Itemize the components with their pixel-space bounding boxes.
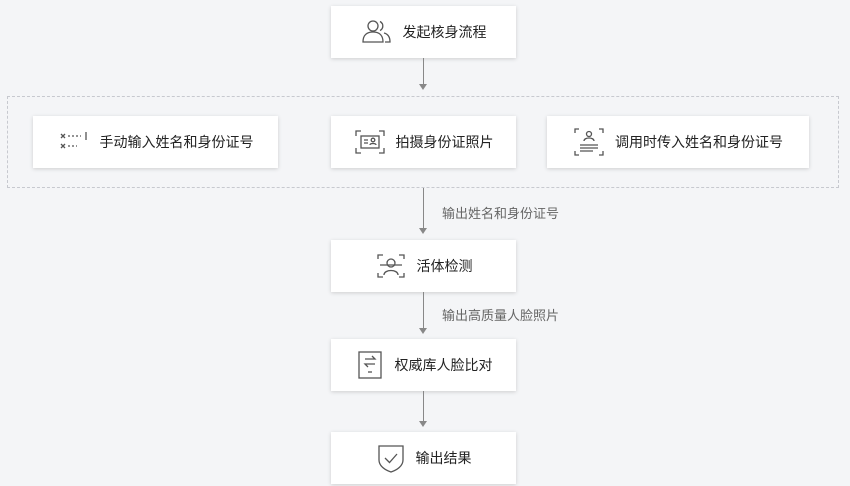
connector-line	[423, 188, 424, 228]
connector-line	[423, 391, 424, 421]
input-methods-group	[7, 96, 839, 188]
liveness-node: 活体检测	[331, 240, 516, 292]
api-input-node: 调用时传入姓名和身份证号	[547, 116, 809, 168]
liveness-node-label: 活体检测	[416, 259, 473, 275]
output-result-node: 输出结果	[331, 432, 516, 484]
authority-compare-node: 权威库人脸比对	[331, 339, 516, 391]
face-scan-icon	[375, 252, 407, 280]
arrow-head	[419, 421, 427, 427]
shield-check-icon	[376, 442, 406, 474]
photo-id-node: 拍摄身份证照片	[331, 116, 516, 168]
api-input-node-label: 调用时传入姓名和身份证号	[615, 135, 783, 151]
connector-line	[423, 58, 424, 84]
arrow-head	[419, 328, 427, 334]
form-fields-icon	[58, 129, 90, 155]
person-data-icon	[573, 127, 605, 157]
edge-label-face-photo: 输出高质量人脸照片	[442, 309, 560, 324]
manual-input-node: 手动输入姓名和身份证号	[33, 116, 278, 168]
start-node-label: 发起核身流程	[402, 25, 487, 41]
id-card-scan-icon	[354, 129, 386, 155]
connector-line	[423, 292, 424, 328]
database-compare-icon	[355, 350, 385, 380]
arrow-head	[419, 228, 427, 234]
manual-input-node-label: 手动输入姓名和身份证号	[99, 135, 254, 151]
edge-label-name-id: 输出姓名和身份证号	[442, 207, 560, 222]
start-node: 发起核身流程	[331, 6, 516, 58]
users-icon	[361, 19, 393, 45]
authority-compare-node-label: 权威库人脸比对	[394, 358, 493, 374]
arrow-head	[419, 84, 427, 90]
output-result-node-label: 输出结果	[415, 451, 472, 467]
photo-id-node-label: 拍摄身份证照片	[395, 135, 494, 151]
